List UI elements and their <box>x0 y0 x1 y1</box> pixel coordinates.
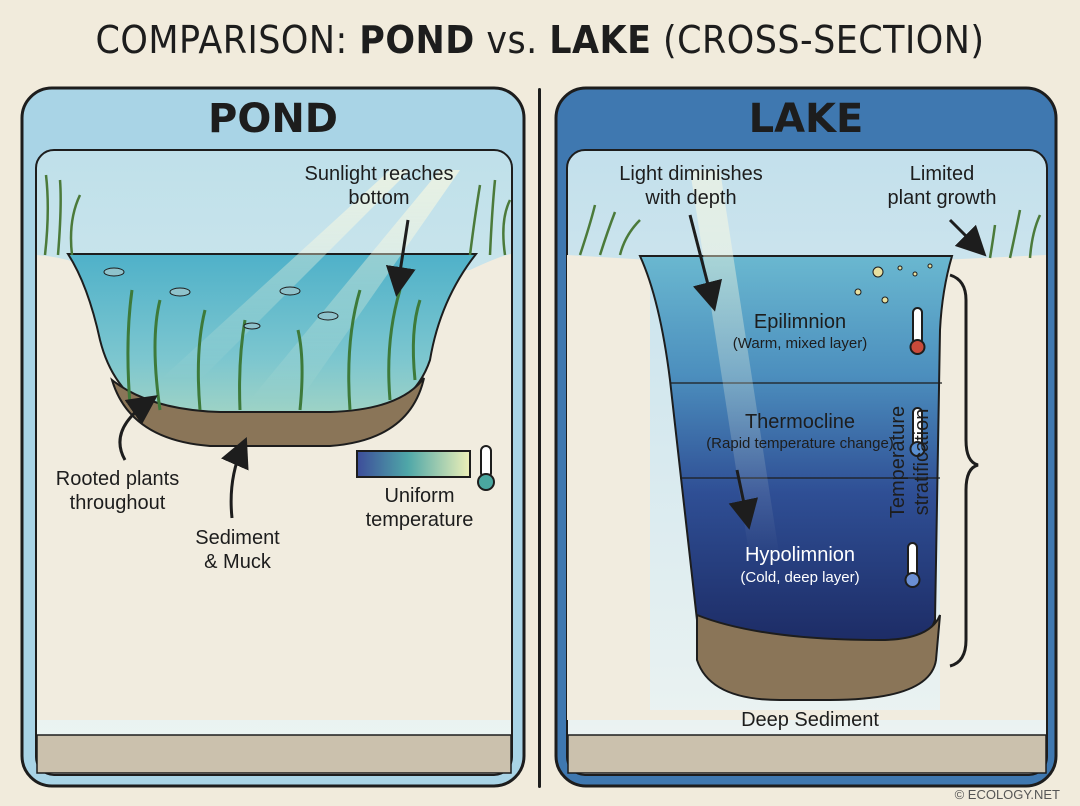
pond-panel <box>20 86 526 788</box>
pond-heading: POND <box>208 96 338 142</box>
reeds-icon <box>578 204 1042 259</box>
epilimnion-desc: (Warm, mixed layer) <box>732 335 868 352</box>
lake-heading: LAKE <box>748 96 864 142</box>
pond-sediment <box>110 377 425 447</box>
lake-panel <box>554 86 1058 788</box>
deep-sediment-label: Deep Sediment <box>741 709 879 731</box>
reeds-icon <box>43 174 512 256</box>
temperature-gradient-bar <box>356 450 471 478</box>
panel-divider <box>538 88 541 788</box>
bedrock <box>567 734 1047 774</box>
light-ray-icon <box>690 170 780 560</box>
rooted-plants-icon <box>126 289 422 411</box>
thermocline-label: Thermocline <box>744 411 856 433</box>
bedrock <box>36 734 512 774</box>
thermometer-mid-icon <box>909 407 926 457</box>
sediment-label: Sediment& Muck <box>195 527 280 573</box>
plankton-icon <box>854 263 933 304</box>
hypolimnion-desc: (Cold, deep layer) <box>740 569 860 586</box>
thermometer-warm-icon <box>909 307 926 355</box>
thermocline-desc: (Rapid temperature change) <box>706 435 894 452</box>
thermometer-cold-icon <box>904 542 921 588</box>
credit: © ECOLOGY.NET <box>954 787 1060 802</box>
lake-sediment <box>696 613 941 701</box>
hypolimnion-label: Hypolimnion <box>744 544 856 566</box>
stratification-brace <box>949 273 979 668</box>
fish-icon <box>103 267 339 330</box>
page-title: COMPARISON: POND vs. LAKE (CROSS-SECTION… <box>95 18 985 62</box>
epilimnion-label: Epilimnion <box>753 311 847 333</box>
thermometer-icon <box>477 445 495 491</box>
